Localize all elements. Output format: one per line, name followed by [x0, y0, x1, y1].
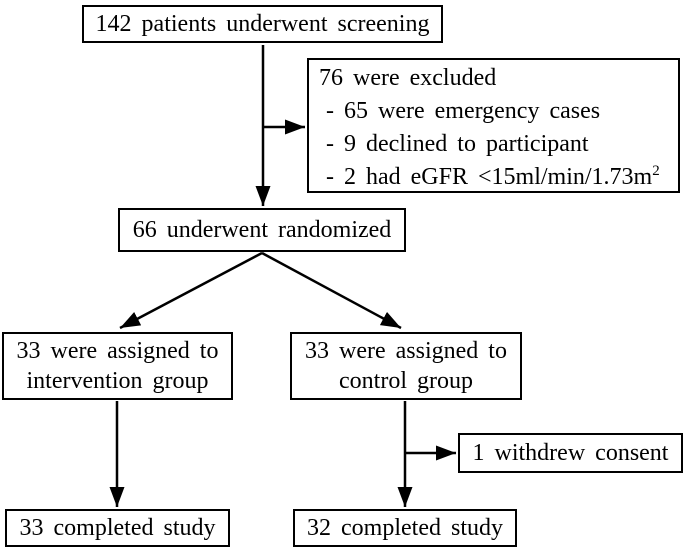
control-group-box: 33 were assigned to control group	[290, 332, 522, 400]
completed-control-text: 32 completed study	[307, 515, 503, 541]
intervention-line1: 33 were assigned to	[16, 338, 219, 364]
excluded-line: - 9 declined to participant	[326, 131, 589, 157]
completed-intervention-box: 33 completed study	[5, 509, 230, 547]
randomized-box: 66 underwent randomized	[118, 208, 406, 252]
intervention-line2: intervention group	[26, 368, 209, 394]
excluded-line: 76 were excluded	[319, 65, 497, 91]
excluded-line: - 65 were emergency cases	[326, 98, 601, 124]
randomized-text: 66 underwent randomized	[132, 217, 392, 243]
excluded-box: 76 were excluded - 65 were emergency cas…	[307, 58, 680, 193]
screening-box: 142 patients underwent screening	[82, 5, 443, 43]
withdrew-consent-box: 1 withdrew consent	[458, 433, 683, 473]
intervention-group-box: 33 were assigned to intervention group	[2, 332, 233, 400]
control-line2: control group	[339, 368, 473, 394]
withdrew-text: 1 withdrew consent	[472, 440, 669, 466]
control-line1: 33 were assigned to	[305, 338, 507, 364]
screening-text: 142 patients underwent screening	[95, 11, 430, 37]
excluded-line: - 2 had eGFR <15ml/min/1.73m2	[326, 163, 660, 191]
completed-intervention-text: 33 completed study	[19, 515, 216, 541]
arrow-randomized-to-intervention	[119, 251, 263, 330]
arrow-randomized-to-control	[261, 251, 402, 330]
completed-control-box: 32 completed study	[293, 509, 517, 547]
